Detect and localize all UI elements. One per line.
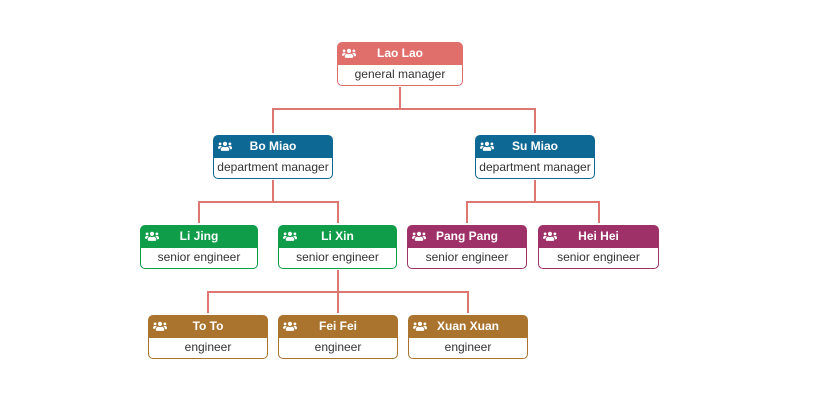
users-icon bbox=[480, 139, 494, 153]
users-icon bbox=[543, 229, 557, 243]
connector-line bbox=[207, 293, 209, 313]
users-icon bbox=[342, 46, 356, 60]
org-node-li-jing[interactable]: Li Jing senior engineer bbox=[140, 225, 258, 269]
users-icon bbox=[413, 319, 427, 333]
employee-title: senior engineer bbox=[407, 247, 527, 269]
connector-line bbox=[598, 203, 600, 223]
org-node-header: Su Miao bbox=[475, 135, 595, 157]
connector-line bbox=[272, 110, 274, 133]
connector-line bbox=[207, 291, 469, 293]
employee-title: senior engineer bbox=[278, 247, 397, 269]
org-node-xuan-xuan[interactable]: Xuan Xuan engineer bbox=[408, 315, 528, 359]
org-node-pang-pang[interactable]: Pang Pang senior engineer bbox=[407, 225, 527, 269]
org-node-su-miao[interactable]: Su Miao department manager bbox=[475, 135, 595, 179]
users-icon bbox=[218, 139, 232, 153]
employee-name: Pang Pang bbox=[435, 229, 498, 243]
connector-line bbox=[466, 201, 600, 203]
users-icon bbox=[283, 319, 297, 333]
employee-title: department manager bbox=[475, 157, 595, 179]
connector-line bbox=[272, 180, 274, 201]
org-node-header: Hei Hei bbox=[538, 225, 659, 247]
connector-line bbox=[467, 293, 469, 313]
employee-name: Su Miao bbox=[511, 139, 558, 153]
users-icon bbox=[283, 229, 297, 243]
employee-name: Xuan Xuan bbox=[436, 319, 499, 333]
users-icon bbox=[412, 229, 426, 243]
org-node-hei-hei[interactable]: Hei Hei senior engineer bbox=[538, 225, 659, 269]
org-node-header: Bo Miao bbox=[213, 135, 333, 157]
org-node-header: Lao Lao bbox=[337, 42, 463, 64]
connector-line bbox=[198, 203, 200, 223]
employee-name: To To bbox=[192, 319, 224, 333]
connector-line bbox=[534, 110, 536, 133]
employee-title: senior engineer bbox=[140, 247, 258, 269]
employee-name: Hei Hei bbox=[578, 229, 619, 243]
org-node-header: Li Xin bbox=[278, 225, 397, 247]
employee-title: general manager bbox=[337, 64, 463, 86]
org-node-header: Li Jing bbox=[140, 225, 258, 247]
employee-name: Bo Miao bbox=[249, 139, 297, 153]
users-icon bbox=[153, 319, 167, 333]
org-node-header: Fei Fei bbox=[278, 315, 398, 337]
org-node-lao-lao[interactable]: Lao Lao general manager bbox=[337, 42, 463, 86]
connector-line bbox=[272, 108, 536, 110]
connector-line bbox=[466, 203, 468, 223]
connector-line bbox=[399, 87, 401, 108]
employee-title: senior engineer bbox=[538, 247, 659, 269]
org-node-header: Xuan Xuan bbox=[408, 315, 528, 337]
employee-name: Li Xin bbox=[321, 229, 354, 243]
connector-line bbox=[337, 203, 339, 223]
org-node-bo-miao[interactable]: Bo Miao department manager bbox=[213, 135, 333, 179]
employee-title: engineer bbox=[278, 337, 398, 359]
employee-title: engineer bbox=[408, 337, 528, 359]
connector-line bbox=[337, 270, 339, 291]
users-icon bbox=[145, 229, 159, 243]
org-node-to-to[interactable]: To To engineer bbox=[148, 315, 268, 359]
org-node-fei-fei[interactable]: Fei Fei engineer bbox=[278, 315, 398, 359]
employee-name: Lao Lao bbox=[376, 46, 423, 60]
employee-name: Fei Fei bbox=[318, 319, 357, 333]
employee-title: engineer bbox=[148, 337, 268, 359]
connector-line bbox=[337, 293, 339, 313]
connector-line bbox=[534, 180, 536, 201]
connector-line bbox=[198, 201, 339, 203]
org-node-header: Pang Pang bbox=[407, 225, 527, 247]
org-node-header: To To bbox=[148, 315, 268, 337]
org-node-li-xin[interactable]: Li Xin senior engineer bbox=[278, 225, 397, 269]
employee-title: department manager bbox=[213, 157, 333, 179]
employee-name: Li Jing bbox=[179, 229, 219, 243]
